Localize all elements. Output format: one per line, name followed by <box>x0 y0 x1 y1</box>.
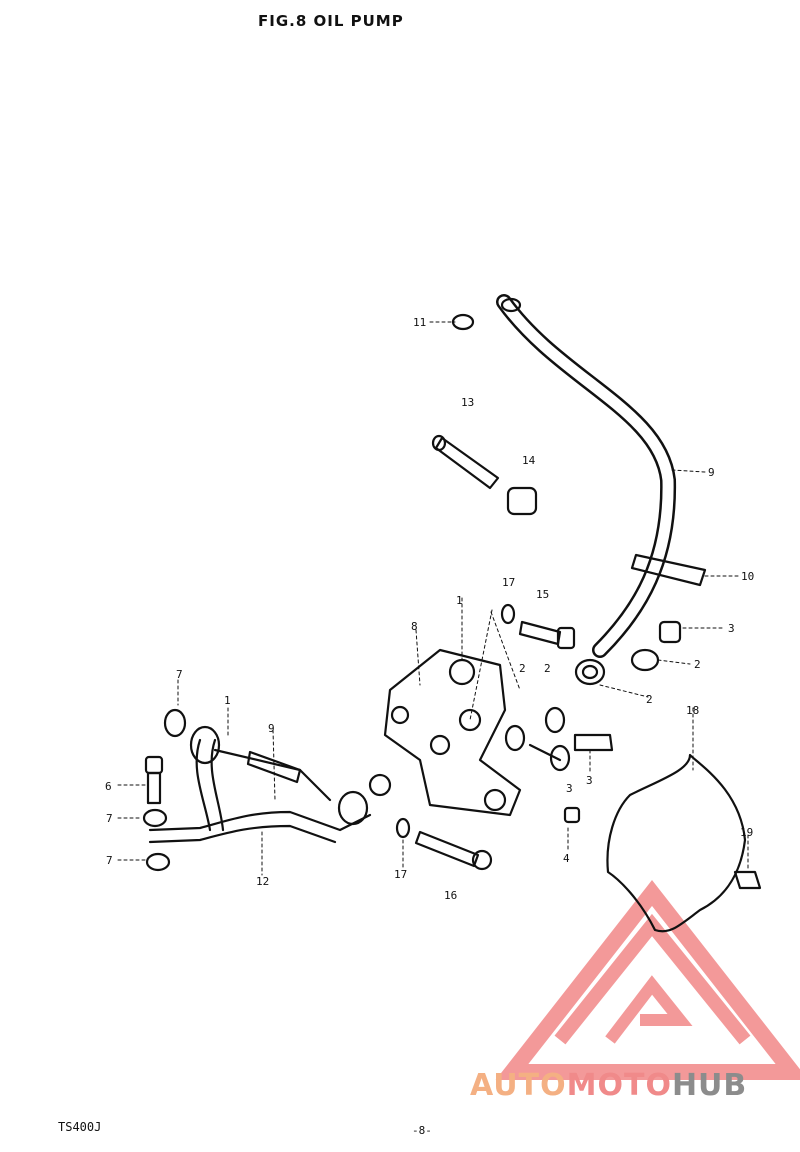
callout: 1 <box>224 694 231 707</box>
watermark-hub: HUB <box>671 1068 748 1103</box>
callout: 14 <box>522 454 536 467</box>
callout: 2 <box>519 662 526 675</box>
watermark-moto: MOTO <box>566 1068 672 1103</box>
callout: 3 <box>728 622 735 635</box>
callout: 2 <box>646 693 653 706</box>
sleeve <box>506 486 538 516</box>
callout: 7 <box>176 668 183 681</box>
callout: 17 <box>502 576 515 589</box>
oil-pipe <box>148 810 372 832</box>
bolt-lower <box>573 733 614 752</box>
callout-labels: 1 1 2 2 2 2 3 3 3 4 6 7 7 7 8 9 9 10 11 … <box>105 316 754 902</box>
drive-pin <box>434 436 500 490</box>
banjo-bolt-upper <box>518 620 562 646</box>
callout: 8 <box>411 620 418 633</box>
figure-title: FIG.8 OIL PUMP <box>258 12 404 30</box>
long-bolt <box>414 830 480 868</box>
washer-small <box>163 708 187 738</box>
hose-clamp <box>630 553 707 587</box>
hose-fitting <box>574 658 606 686</box>
callout: 4 <box>563 852 570 865</box>
page-number: -8- <box>412 1124 432 1137</box>
callout: 12 <box>256 875 269 888</box>
model-code: TS400J <box>58 1120 102 1134</box>
banjo-bolt-lower <box>144 755 164 775</box>
callout: 18 <box>686 704 699 717</box>
callout: 17 <box>394 868 407 881</box>
watermark-auto: AUTO <box>470 1068 567 1103</box>
callout: 2 <box>694 658 701 671</box>
watermark-logo <box>495 880 800 1080</box>
pump-cover <box>606 753 747 933</box>
washer <box>504 724 526 752</box>
callout: 19 <box>740 826 753 839</box>
callout: 3 <box>586 774 593 787</box>
callout: 7 <box>106 854 113 867</box>
callout: 16 <box>444 889 457 902</box>
callout: 15 <box>536 588 549 601</box>
callout: 7 <box>106 812 113 825</box>
callout: 3 <box>566 782 573 795</box>
callout: 9 <box>708 466 715 479</box>
screw <box>563 806 581 824</box>
callout: 1 <box>456 594 463 607</box>
callout: 13 <box>461 396 474 409</box>
cover-screw <box>733 870 762 890</box>
callout: 6 <box>105 780 112 793</box>
callout: 9 <box>268 722 275 735</box>
callout: 10 <box>741 570 754 583</box>
watermark-text: AUTOMOTOHUB <box>470 1068 747 1103</box>
bolt-upper <box>658 620 682 644</box>
callout: 2 <box>544 662 551 675</box>
oil-pump-body <box>383 648 522 817</box>
clip <box>451 313 475 331</box>
callout: 11 <box>413 316 426 329</box>
